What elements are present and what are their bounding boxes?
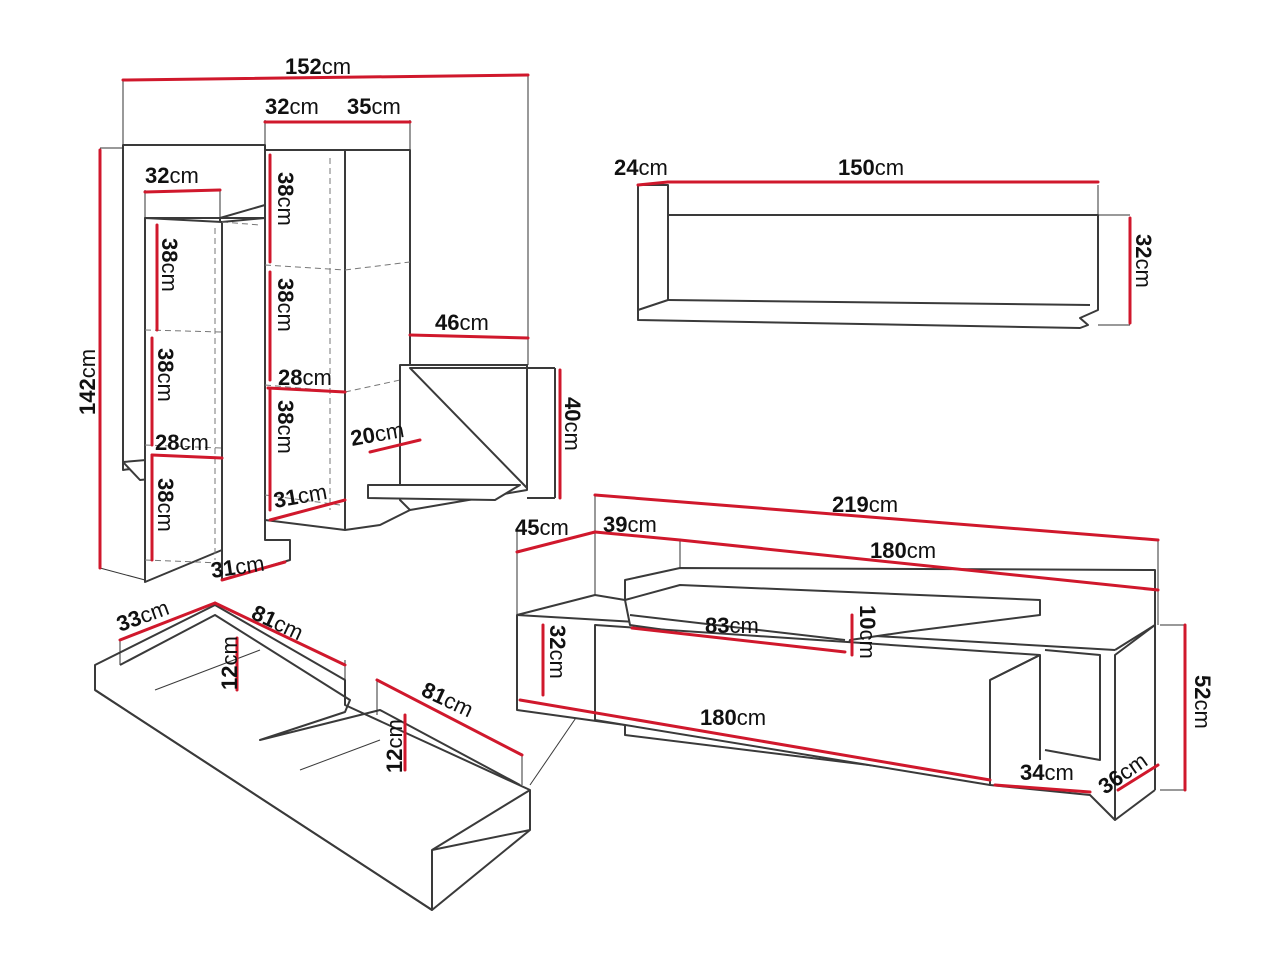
dim-line-left-31: [220, 560, 287, 582]
tv-stand: 45cm 39cm 219cm 180cm 83cm 10cm 32cm 180…: [515, 492, 1215, 821]
wall-shelf-outline: [637, 184, 1099, 329]
tv-side-niche: [1044, 649, 1101, 761]
dim-line-180-front: [518, 698, 992, 782]
tv-front-top-right: [989, 654, 1041, 681]
dim-line-45: [515, 530, 597, 554]
label-45: 45cm: [515, 515, 569, 540]
label-right-38-1: 38cm: [273, 172, 298, 226]
tv-bottom-right: [1114, 789, 1156, 821]
dim-line-33: [118, 601, 217, 642]
label-right-38-2: 38cm: [273, 278, 298, 332]
label-left-31: 31cm: [209, 551, 266, 583]
dim-line-32-left: [143, 188, 222, 194]
left-shelf-line-3: [144, 559, 223, 564]
dim-line-152: [121, 73, 530, 82]
dim-line-24: [636, 180, 670, 187]
label-39: 39cm: [603, 512, 657, 537]
tv-niche-line: [629, 614, 846, 641]
open-shelf-back: [409, 367, 528, 489]
left-shelf-line-2: [144, 444, 223, 449]
wall-shelf-inner-bottom: [667, 299, 1091, 306]
right-shelf-line-1b: [344, 261, 411, 271]
dim-line-180-top: [678, 538, 1160, 592]
label-52: 52cm: [1190, 675, 1215, 729]
dim-line-81-2: [375, 678, 524, 757]
left-shelf-top-dash: [221, 221, 261, 226]
drawer-base-line: [94, 689, 433, 911]
label-152: 152cm: [285, 54, 351, 79]
dim-line-39: [593, 530, 682, 542]
label-180-front: 180cm: [700, 705, 766, 730]
label-32-shelf: 32cm: [1131, 234, 1156, 288]
label-right-31: 31cm: [272, 479, 329, 513]
label-12-1: 12cm: [217, 636, 242, 690]
label-219: 219cm: [832, 492, 898, 517]
drawer-top-edge: [431, 789, 531, 851]
open-shelf-bottom: [367, 484, 521, 501]
label-left-38-3: 38cm: [153, 478, 178, 532]
dim-line-81-1: [213, 601, 347, 667]
label-left-28: 28cm: [155, 430, 209, 455]
dim-line-34: [993, 783, 1092, 794]
drawer-bottom-right: [431, 829, 531, 911]
label-left-38-1: 38cm: [157, 238, 182, 292]
label-32-top: 32cm: [265, 94, 319, 119]
label-46: 46cm: [435, 310, 489, 335]
label-180-top: 180cm: [870, 538, 936, 563]
dim-line-right-31: [268, 498, 347, 522]
ext-line: [99, 567, 146, 581]
wall-shelf-corner: [637, 299, 669, 311]
label-10: 10cm: [855, 605, 880, 659]
label-35: 35cm: [347, 94, 401, 119]
label-right-38-3: 38cm: [273, 400, 298, 454]
cabinet-unit: 152cm 32cm 35cm 32cm 142cm 38cm 38cm 38c…: [75, 54, 585, 583]
label-34: 34cm: [1020, 760, 1074, 785]
label-150: 150cm: [838, 155, 904, 180]
dim-line-219: [593, 493, 1160, 542]
label-83: 83cm: [705, 613, 759, 638]
tv-top-right-edge: [1114, 624, 1156, 651]
dim-line-20: [368, 438, 422, 454]
label-left-38-2: 38cm: [153, 348, 178, 402]
label-right-28: 28cm: [278, 365, 332, 390]
label-40: 40cm: [560, 397, 585, 451]
label-12-2: 12cm: [382, 719, 407, 773]
right-cabinet-outline: [264, 149, 411, 531]
dim-line-83: [630, 626, 847, 654]
tv-front-drawer: [594, 624, 1041, 786]
dim-line-36: [1116, 763, 1160, 792]
label-32-tv: 32cm: [545, 625, 570, 679]
label-20: 20cm: [349, 417, 406, 451]
wall-shelf: 24cm 150cm 32cm: [614, 155, 1156, 329]
label-32-left: 32cm: [145, 163, 199, 188]
right-shelf-line-1: [264, 264, 346, 271]
drawer-floor-1: [154, 649, 261, 691]
label-142: 142cm: [75, 349, 100, 415]
drawer-inner-edge: [119, 614, 521, 786]
label-24: 24cm: [614, 155, 668, 180]
dim-line-left-28: [150, 453, 224, 460]
dim-line-right-28: [266, 386, 347, 394]
dim-line-46: [408, 333, 530, 340]
drawer-floor-2: [299, 739, 381, 771]
